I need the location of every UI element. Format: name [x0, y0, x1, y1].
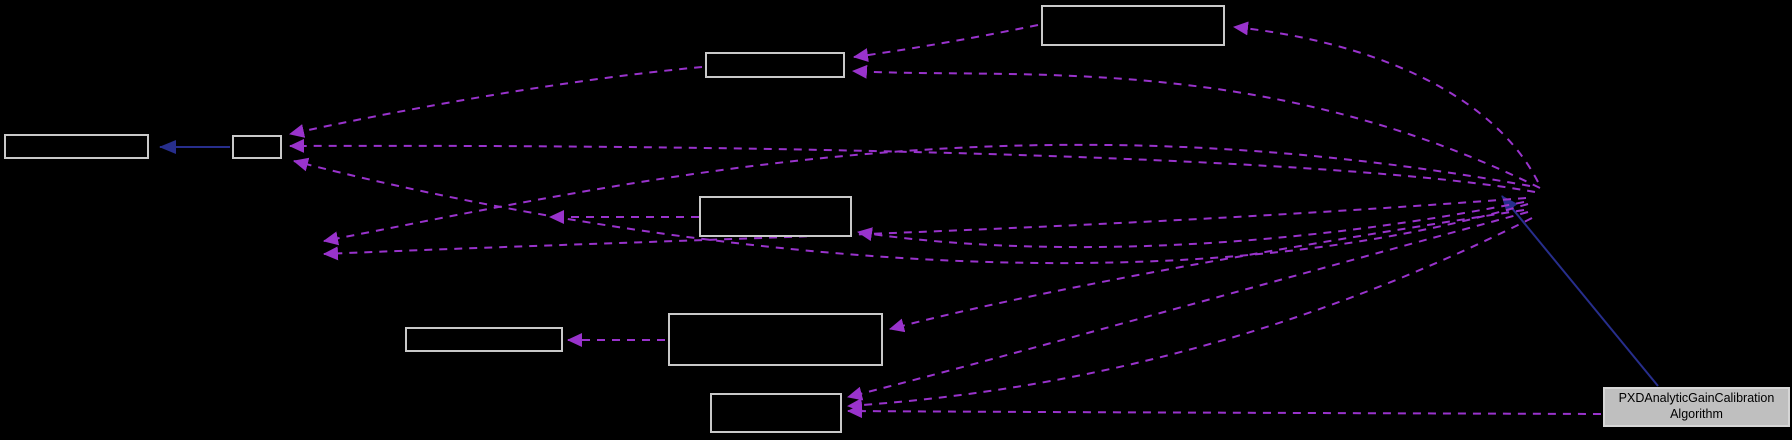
edge-usage-hub-to-bottommid-1	[847, 211, 1529, 401]
edge-usage-hub-to-small	[289, 138, 1536, 193]
edge-usage-hub-to-point-lower	[323, 197, 1527, 261]
edge-usage-hub-to-middle	[857, 201, 1525, 249]
edge-inheritance-current-to-hub	[1501, 195, 1659, 387]
current-node-label-line1: PXDAnalyticGainCalibration	[1618, 391, 1775, 406]
edge-usage-current-to-bottommid	[847, 404, 1602, 419]
edge-usage-uppermid-to-small	[289, 66, 703, 138]
edge-usage-hub-to-uppermid	[852, 64, 1541, 189]
current-node-label-line2: Algorithm	[1670, 407, 1723, 421]
graph-node-lower-mid[interactable]	[668, 313, 883, 366]
edge-usage-topright-to-uppermid	[853, 24, 1039, 63]
edge-usage-hub-to-point-upper	[323, 143, 1531, 246]
graph-node-bottom-mid[interactable]	[710, 393, 842, 433]
edge-usage-hub-to-top-right	[1233, 21, 1539, 183]
graph-node-top-right[interactable]	[1041, 5, 1225, 46]
graph-node-left[interactable]	[4, 134, 149, 159]
graph-node-lower-left[interactable]	[405, 327, 563, 352]
edge-usage-hub-to-bottommid-2	[847, 217, 1533, 413]
graph-node-current[interactable]: PXDAnalyticGainCalibration Algorithm	[1603, 387, 1790, 427]
graph-node-middle[interactable]	[699, 196, 852, 237]
graph-node-left-small[interactable]	[232, 135, 282, 159]
edge-usage-hub-to-lowermid	[889, 209, 1525, 333]
edge-usage-hub-to-small-corner	[293, 157, 1529, 265]
graph-node-upper-mid[interactable]	[705, 52, 845, 78]
